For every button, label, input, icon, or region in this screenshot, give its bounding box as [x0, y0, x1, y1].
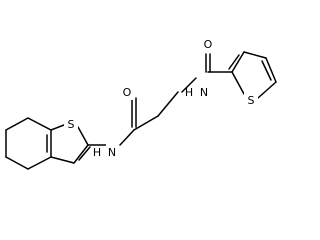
sulfur-atom: S — [248, 94, 255, 107]
hydrogen-atom: H — [185, 86, 193, 99]
bond — [50, 124, 65, 131]
bond — [119, 129, 135, 146]
bond — [73, 144, 89, 164]
bond — [27, 156, 52, 170]
bond — [78, 146, 91, 161]
bond — [157, 91, 179, 117]
bond — [231, 51, 245, 73]
sulfur-atom: S — [68, 118, 75, 131]
bond — [5, 156, 29, 170]
bond — [50, 156, 75, 164]
bond — [261, 60, 272, 81]
bond — [27, 117, 52, 131]
hydrogen-atom: H — [93, 146, 101, 159]
nitrogen-atom: N — [108, 146, 116, 159]
oxygen-atom: O — [123, 86, 132, 99]
oxygen-atom: O — [204, 38, 213, 51]
bond — [243, 51, 267, 59]
bond — [181, 77, 197, 93]
bond — [257, 81, 277, 99]
bond — [133, 115, 159, 131]
bond — [5, 117, 29, 131]
bond — [231, 71, 245, 95]
bond — [265, 57, 277, 83]
bond — [77, 126, 89, 146]
molecule-structure: O N H S O N H S — [5, 36, 277, 170]
nitrogen-atom: N — [200, 86, 208, 99]
bond — [228, 54, 240, 70]
